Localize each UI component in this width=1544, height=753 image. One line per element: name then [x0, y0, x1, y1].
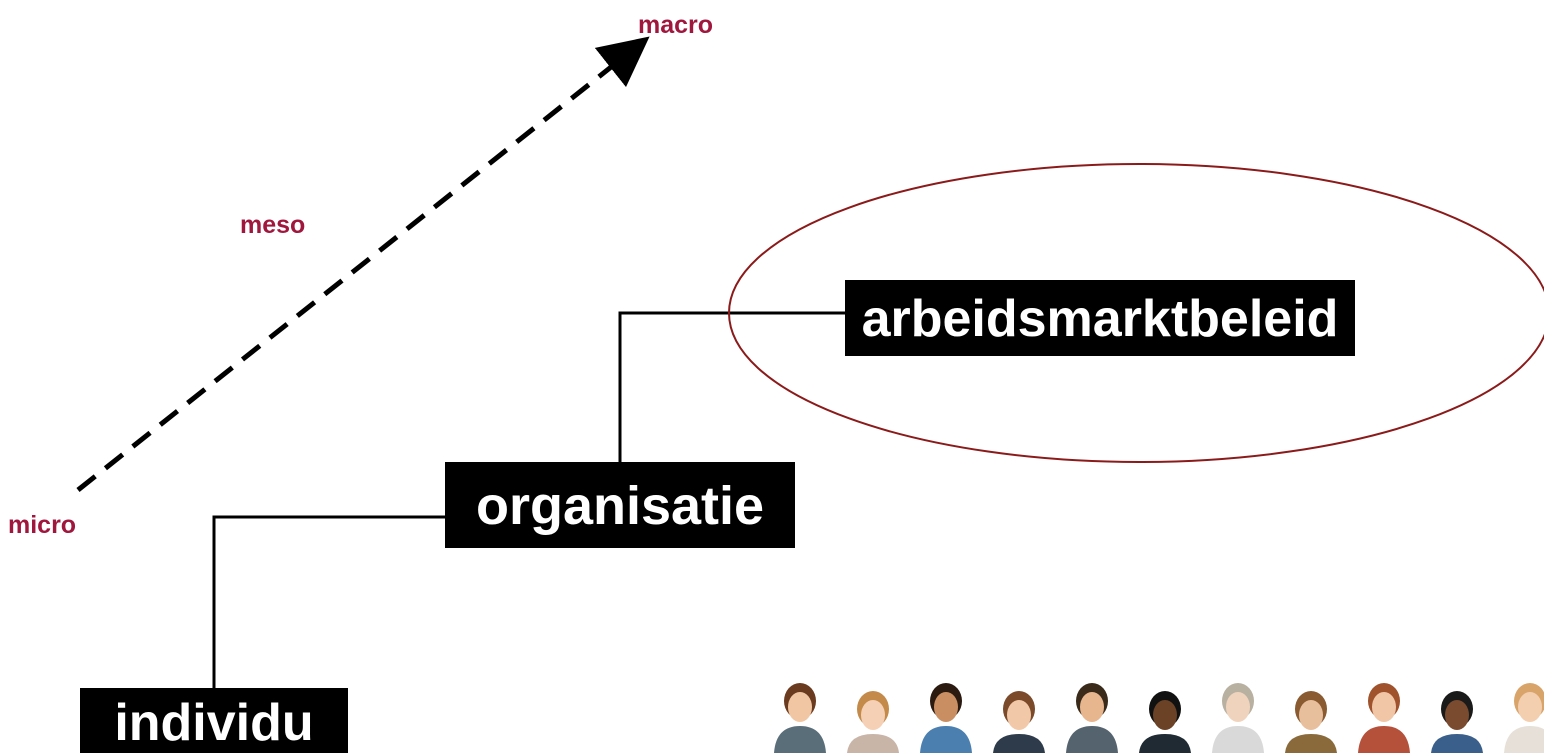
person-figure [1358, 683, 1410, 753]
person-figure [1139, 691, 1191, 753]
person-head [1445, 700, 1469, 730]
person-figure [1066, 683, 1118, 753]
organisatie-beleid-connector [618, 311, 845, 462]
meso-label: meso [240, 211, 305, 239]
highlight-ellipse [728, 163, 1544, 463]
person-figure [1504, 683, 1544, 753]
person-body [1066, 726, 1118, 753]
person-body [1504, 726, 1544, 753]
person-body [920, 726, 972, 753]
person-body [1431, 734, 1483, 753]
macro-label: macro [638, 11, 713, 39]
person-head [1299, 700, 1323, 730]
person-figure [920, 683, 972, 753]
person-body [1212, 726, 1264, 753]
individu-organisatie-connector [212, 515, 445, 688]
person-head [1372, 692, 1396, 722]
person-body [1358, 726, 1410, 753]
person-figure [847, 691, 899, 753]
person-body [774, 726, 826, 753]
organisatie-label: organisatie [476, 476, 764, 536]
person-figure [774, 683, 826, 753]
person-body [993, 734, 1045, 753]
arbeidsmarktbeleid-label: arbeidsmarktbeleid [862, 290, 1339, 348]
person-head [1153, 700, 1177, 730]
person-head [861, 700, 885, 730]
person-body [1285, 734, 1337, 753]
person-body [1139, 734, 1191, 753]
person-head [1080, 692, 1104, 722]
person-body [847, 734, 899, 753]
person-head [1518, 692, 1542, 722]
people-photo [774, 683, 1544, 753]
box-individu: individu [80, 688, 348, 753]
box-arbeidsmarktbeleid: arbeidsmarktbeleid [845, 280, 1355, 356]
person-head [788, 692, 812, 722]
micro-to-macro-arrow [76, 36, 650, 492]
person-figure [1431, 691, 1483, 753]
person-figure [1212, 683, 1264, 753]
person-figure [1285, 691, 1337, 753]
individu-label: individu [114, 694, 313, 752]
person-head [934, 692, 958, 722]
micro-label: micro [8, 511, 76, 539]
box-organisatie: organisatie [445, 462, 795, 548]
person-figure [993, 691, 1045, 753]
person-head [1007, 700, 1031, 730]
person-head [1226, 692, 1250, 722]
